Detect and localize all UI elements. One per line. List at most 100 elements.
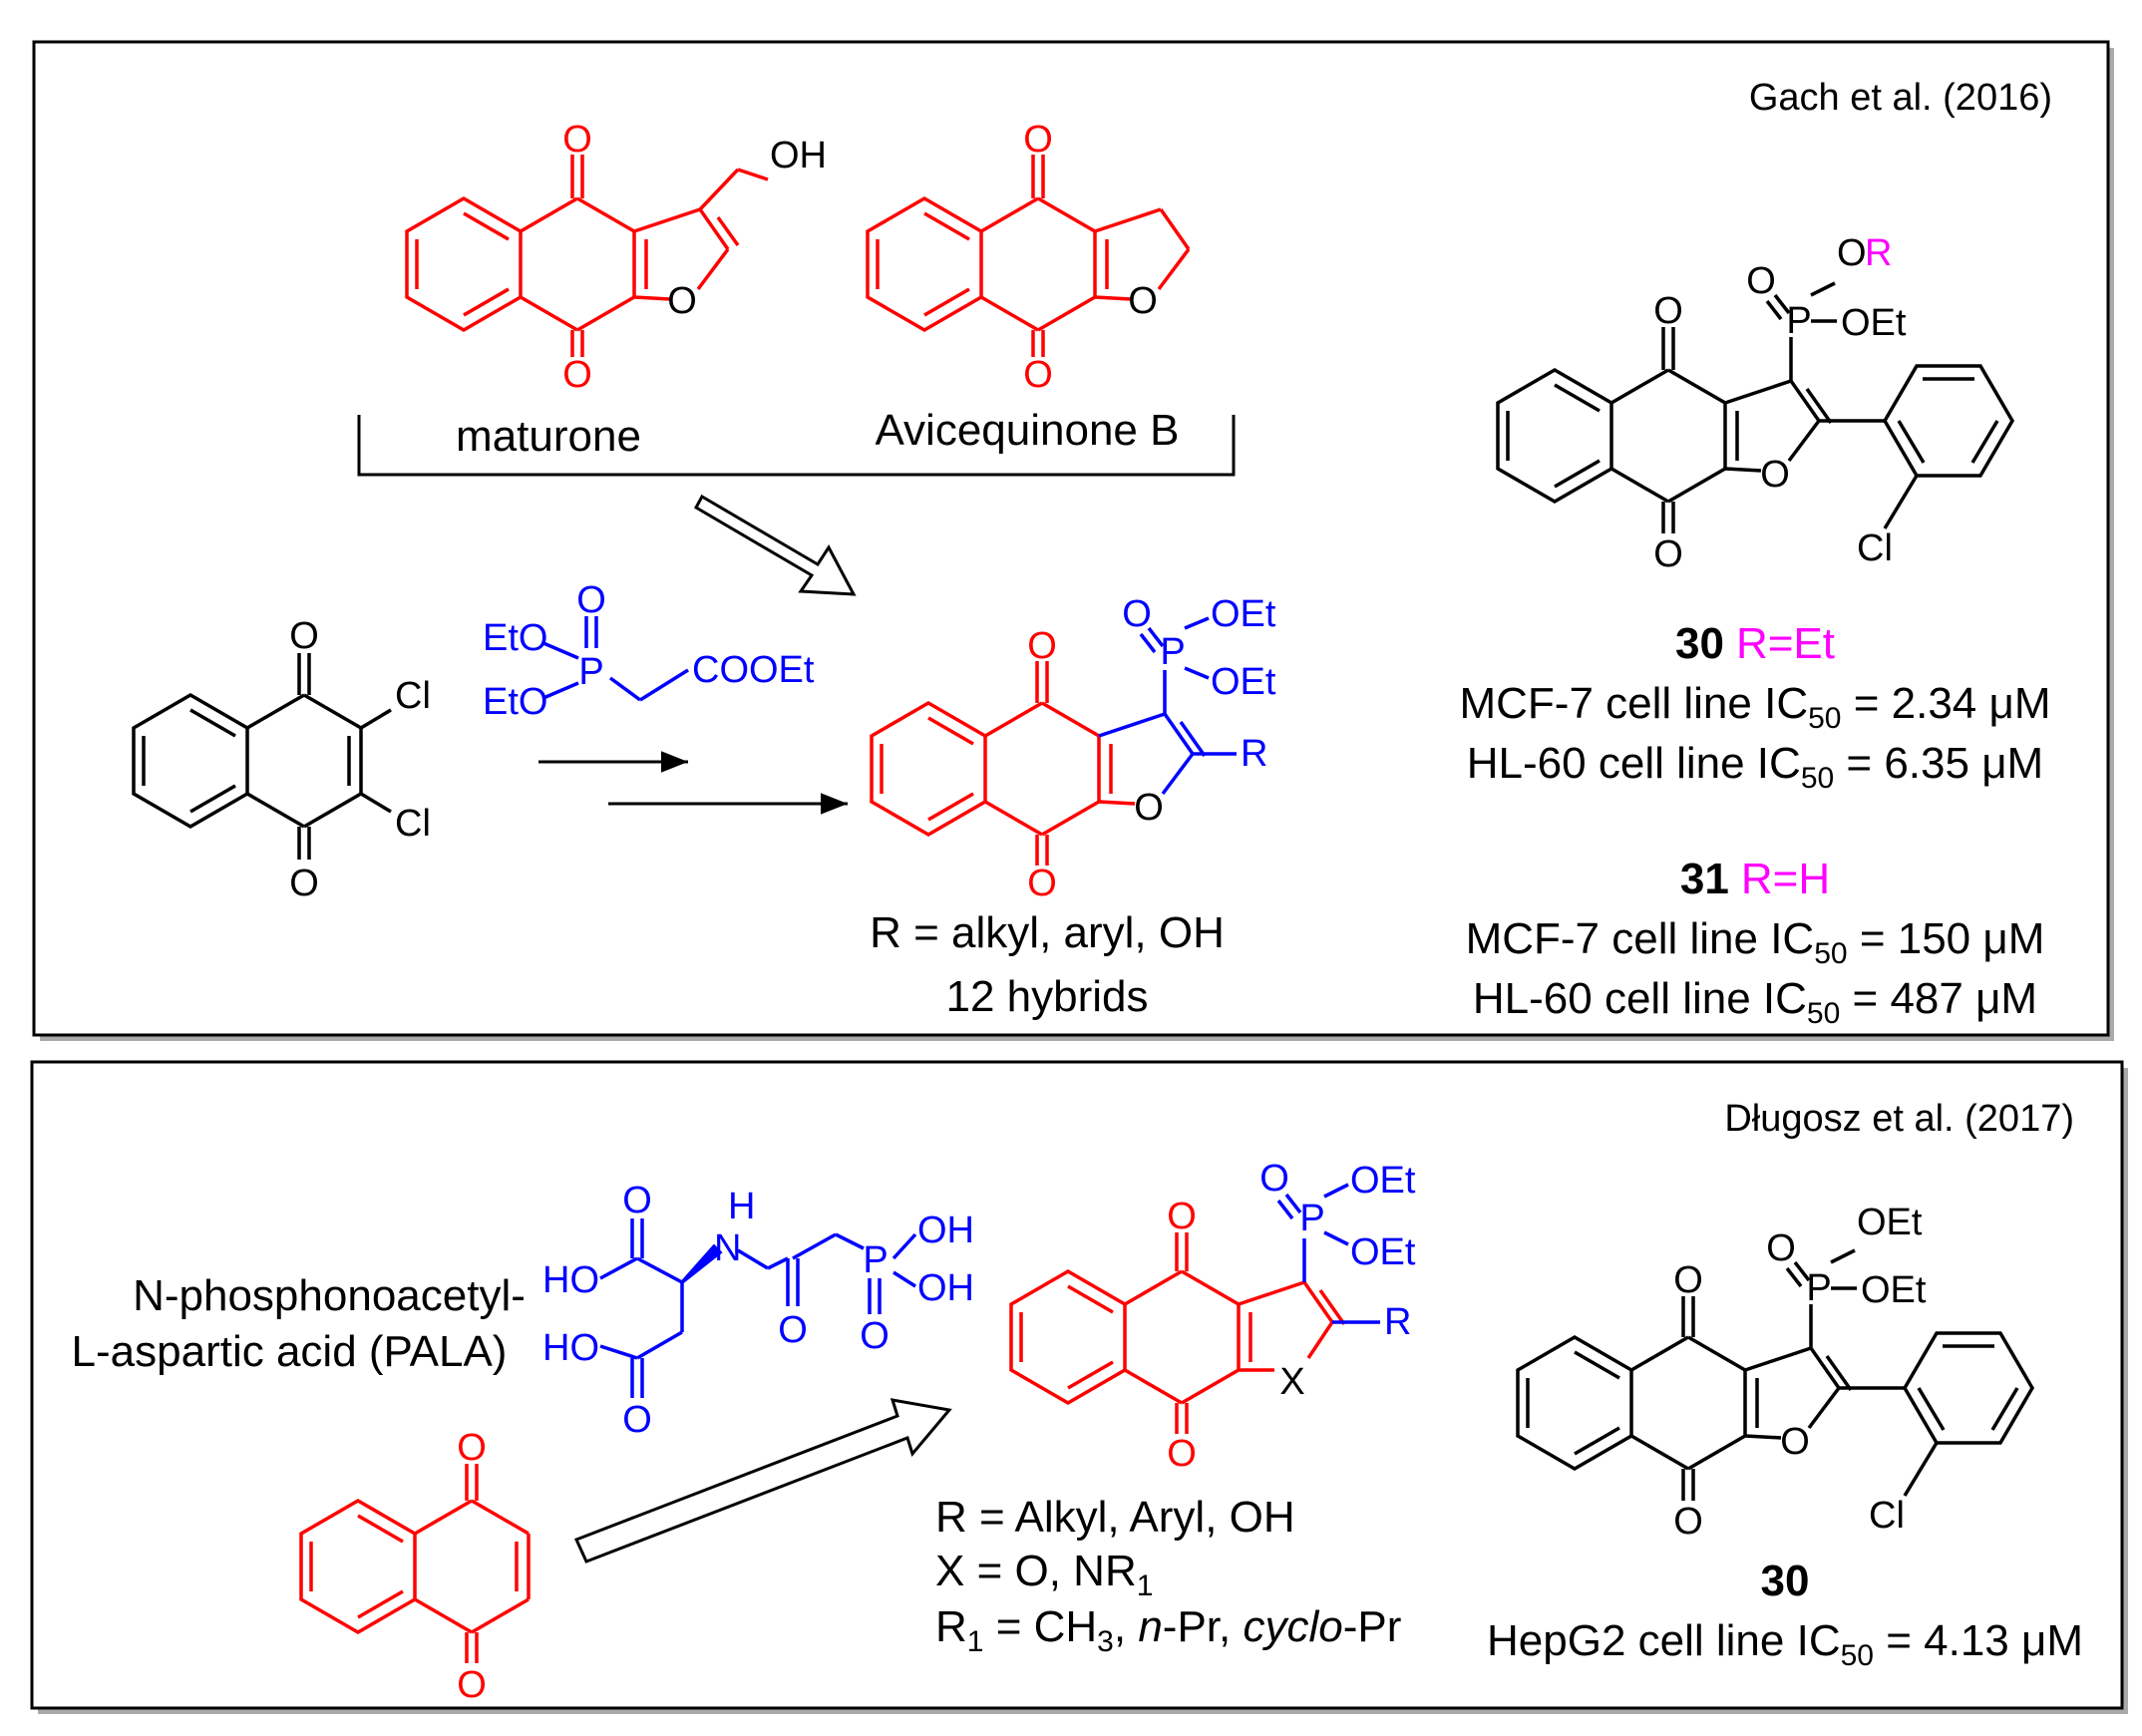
- p2-oet-2: OEt: [1350, 1231, 1416, 1273]
- r1-pr2: -Pr: [1343, 1602, 1402, 1651]
- pala-oh-1: OH: [917, 1210, 974, 1251]
- product-2-atoms-blue: O P OEt OEt R: [1259, 1158, 1416, 1343]
- p2-r: R: [1384, 1301, 1411, 1343]
- product-2-atoms-red: O O: [1167, 1196, 1197, 1475]
- c30b-o-double: O: [1766, 1227, 1796, 1269]
- compound-30-p2-number: 30: [1761, 1557, 1810, 1605]
- x-def-text: X = O, NR: [935, 1547, 1137, 1595]
- naphthoquinone-atoms: O O: [457, 1427, 487, 1706]
- natural-products-bracket: [357, 415, 1236, 477]
- assay-value: = 150 μM: [1848, 914, 2045, 963]
- p2-o-bottom: O: [1167, 1433, 1197, 1475]
- product-2-sub-blue: [1276, 1183, 1380, 1324]
- c30-o-double: O: [1746, 260, 1776, 302]
- c30-oet: OEt: [1841, 302, 1907, 344]
- c30b-o-bottom: O: [1673, 1501, 1703, 1543]
- assay-line: HL-60 cell line IC: [1473, 974, 1807, 1023]
- pala-h: H: [728, 1186, 755, 1227]
- citation-dlugosz: Długosz et al. (2017): [1724, 1098, 2074, 1140]
- assay-sub: 50: [1801, 762, 1834, 795]
- r1-comma: ,: [1114, 1602, 1138, 1651]
- p1-oet-2: OEt: [1211, 661, 1276, 703]
- compound-31-r: R=H: [1741, 855, 1830, 903]
- nq-o-top: O: [457, 1427, 487, 1469]
- maturone-oh: OH: [770, 135, 827, 176]
- p2-p: P: [1299, 1198, 1324, 1239]
- c30-or-o: O: [1837, 232, 1867, 274]
- pala-n: N: [714, 1227, 741, 1269]
- c30b-oet-2: OEt: [1861, 1269, 1927, 1311]
- avicequinone-o-furan: O: [1128, 280, 1158, 322]
- r1-n: n: [1138, 1602, 1162, 1651]
- maturone-o-top: O: [562, 119, 592, 161]
- pa-p: P: [578, 651, 603, 693]
- p1-oet-1: OEt: [1211, 593, 1276, 635]
- c30-or-r: R: [1865, 232, 1892, 274]
- hybridization-open-arrow-2: [573, 1398, 952, 1563]
- compound-30-hl60: HL-60 cell line IC50 = 6.35 μM: [1467, 739, 2043, 795]
- assay-line: MCF-7 cell line IC: [1459, 679, 1808, 728]
- label-maturone: maturone: [456, 412, 641, 461]
- r1-ch: = CH: [983, 1602, 1097, 1651]
- pala-o-4: O: [860, 1315, 890, 1357]
- dcnq-cl-bottom: Cl: [395, 803, 431, 845]
- c30b-oet-1: OEt: [1857, 1202, 1923, 1243]
- p1-o-furan: O: [1134, 787, 1164, 829]
- pala-structure: [599, 1218, 917, 1398]
- pa-eto-bottom: EtO: [483, 681, 547, 723]
- pa-eto-top: EtO: [483, 617, 547, 659]
- assay-value: = 2.34 μM: [1841, 679, 2050, 728]
- r1-cyclo: cyclo: [1243, 1602, 1342, 1651]
- maturone-o-furan: O: [667, 280, 697, 322]
- panel-1-frame: [32, 40, 2110, 1037]
- maturone-atoms: O O: [562, 119, 592, 396]
- avicequinone-structure: [866, 155, 1191, 357]
- r1-sub: 1: [967, 1625, 984, 1658]
- product-1-r-definition: R = alkyl, aryl, OH: [870, 908, 1225, 957]
- panel-2-frame: [30, 1060, 2124, 1710]
- r1-r: R: [935, 1602, 967, 1651]
- compound-30-p2-structure: [1516, 1248, 2035, 1501]
- product-1-atoms-blue: O P OEt OEt R: [1122, 593, 1276, 775]
- product-2-r-definition: R = Alkyl, Aryl, OH: [935, 1493, 1295, 1542]
- hybridization-open-arrow: [693, 494, 857, 596]
- phosphonoacetate-structure: [542, 616, 689, 702]
- product-1-core-red: [870, 661, 1136, 866]
- pala-atoms: O HO H N HO O O P O OH OH: [542, 1180, 974, 1441]
- dcnq-o-bottom: O: [289, 863, 319, 904]
- p1-r: R: [1241, 733, 1267, 775]
- panel-gach-2016: Gach et al. (2016) O O O OH: [32, 40, 2114, 1041]
- dichloronaphthoquinone-structure: [132, 653, 392, 860]
- product-2-r1-definition: R1 = CH3, n-Pr, cyclo-Pr: [935, 1602, 1401, 1658]
- compound-30-mcf7: MCF-7 cell line IC50 = 2.34 μM: [1459, 679, 2050, 735]
- product-1-hybrid-count: 12 hybrids: [945, 972, 1148, 1021]
- assay-value: = 4.13 μM: [1874, 1616, 2083, 1665]
- pala-name-line-1: N-phosphonoacetyl-: [133, 1271, 526, 1320]
- x-def-sub: 1: [1137, 1569, 1154, 1602]
- product-2-x-definition: X = O, NR1: [935, 1547, 1153, 1602]
- c30b-o-furan: O: [1780, 1421, 1810, 1463]
- pa-o-double: O: [576, 579, 606, 621]
- phosphonoacetate-atoms: O P EtO EtO COOEt: [483, 579, 815, 723]
- pala-o-1: O: [622, 1180, 652, 1221]
- p2-oet-1: OEt: [1350, 1160, 1416, 1202]
- assay-sub: 50: [1807, 997, 1840, 1030]
- assay-line: HepG2 cell line IC: [1487, 1616, 1841, 1665]
- p2-o-double: O: [1259, 1158, 1289, 1200]
- pa-cooet: COOEt: [692, 649, 815, 691]
- c30b-o-top: O: [1673, 1259, 1703, 1301]
- assay-value: = 487 μM: [1840, 974, 2037, 1023]
- pala-ho-1: HO: [542, 1259, 599, 1301]
- dcnq-o-top: O: [289, 615, 319, 657]
- pala-o-3: O: [778, 1309, 808, 1351]
- compound-30-number: 30: [1675, 619, 1724, 668]
- r1-pr: -Pr,: [1163, 1602, 1244, 1651]
- c30-o-bottom: O: [1653, 533, 1683, 575]
- assay-sub: 50: [1841, 1639, 1874, 1672]
- r1-sub2: 3: [1097, 1625, 1114, 1658]
- avicequinone-atoms: O O: [1023, 119, 1053, 396]
- assay-line: MCF-7 cell line IC: [1466, 914, 1815, 963]
